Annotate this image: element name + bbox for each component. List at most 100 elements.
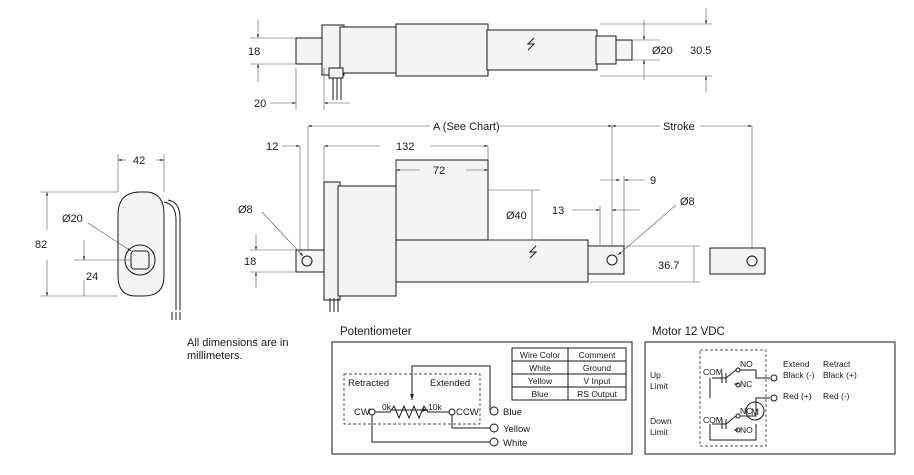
up-nc: NC — [740, 379, 752, 389]
dim-36-7: 36.7 — [658, 260, 679, 272]
top-motor-body — [339, 26, 398, 74]
dim-hole-right: Ø8 — [680, 196, 695, 208]
side-gearbox — [395, 159, 489, 241]
potentiometer-frame — [331, 341, 633, 455]
table-cell: White — [529, 363, 551, 373]
up-limit-line1: Up — [650, 370, 661, 380]
motor-frame — [644, 341, 896, 455]
wire-color-table: Wire Color Comment White Ground Yellow V… — [511, 347, 627, 401]
top-rear-cap — [295, 37, 325, 65]
side-extended-hole — [746, 255, 758, 267]
up-com: COM — [703, 367, 723, 377]
pot-wire-white: White — [503, 438, 527, 449]
terminal-red — [770, 394, 778, 402]
side-rear-hole — [301, 255, 313, 267]
retract-header: Retract — [823, 359, 851, 369]
top-rod-tip — [615, 39, 633, 61]
potentiometer-title: Potentiometer — [340, 326, 412, 338]
side-motor — [337, 185, 397, 297]
dim-end-dia: Ø20 — [62, 213, 83, 225]
side-break-mark — [528, 245, 538, 259]
dim-132: 132 — [396, 141, 414, 153]
dim-top-width: 30.5 — [690, 45, 711, 57]
pot-ccw: CCW — [456, 407, 479, 418]
side-front-hole — [606, 254, 618, 266]
pot-cw-terminal — [368, 408, 376, 416]
up-switch — [712, 369, 738, 385]
dim-top-height: 18 — [248, 46, 260, 58]
retract-red: Red (-) — [823, 391, 850, 401]
top-gear-housing — [395, 23, 489, 77]
dim-12: 12 — [266, 141, 278, 153]
pot-wire-yellow: Yellow — [503, 424, 530, 435]
extend-header: Extend — [783, 359, 810, 369]
motor-diagram: Motor 12 VDC Up Limit Down Limit COM NO … — [644, 326, 896, 455]
extend-red: Red (+) — [783, 391, 812, 401]
pot-blue-terminal — [489, 406, 499, 416]
table-header-comment: Comment — [579, 350, 616, 360]
end-wires — [171, 312, 181, 320]
motor-return-wires — [709, 378, 757, 441]
extend-black: Black (-) — [783, 370, 815, 380]
down-limit-line1: Down — [650, 416, 672, 426]
table-header-wire-color: Wire Color — [520, 350, 560, 360]
dim-72: 72 — [433, 165, 445, 177]
pot-cw: CW — [354, 407, 370, 418]
dim-13: 13 — [552, 205, 564, 217]
side-view: A (See Chart) Stroke 12 132 72 9 13 Ø8 Ø… — [238, 121, 766, 312]
down-limit-line2: Limit — [650, 427, 669, 437]
dim-end-24: 24 — [86, 271, 98, 283]
dim-40: Ø40 — [506, 210, 527, 222]
dim-9: 9 — [650, 175, 656, 187]
dim-end-height: 82 — [35, 239, 47, 251]
end-housing — [117, 191, 165, 297]
top-break-mark — [526, 37, 536, 51]
down-no: NO — [740, 425, 753, 435]
table-cell: Yellow — [528, 376, 553, 386]
dim-a: A (See Chart) — [433, 121, 500, 133]
up-limit-line2: Limit — [650, 381, 669, 391]
end-cable — [163, 199, 181, 310]
potentiometer-diagram: Potentiometer Retracted Extended CW CCW … — [331, 326, 633, 455]
end-rod-square — [130, 250, 150, 270]
motor-title: Motor 12 VDC — [652, 326, 725, 338]
top-wires — [332, 78, 342, 100]
pot-resistor — [375, 404, 449, 420]
pot-white-terminal — [489, 437, 499, 447]
motor-m: M — [751, 407, 759, 418]
top-view: 18 20 Ø20 30.5 — [248, 8, 712, 110]
pot-ccw-terminal — [448, 408, 456, 416]
terminal-black — [770, 374, 778, 382]
side-outer-tube — [395, 239, 589, 283]
pot-extended: Extended — [430, 378, 470, 389]
end-view: 42 82 Ø20 24 — [35, 154, 181, 320]
dim-end-width: 42 — [133, 155, 145, 167]
side-rod-eye — [587, 245, 625, 275]
pot-white-wire — [371, 415, 490, 443]
pot-ten: 10k — [428, 402, 442, 412]
motor-symbol — [745, 401, 765, 421]
pot-wire-blue: Blue — [503, 407, 522, 418]
pot-zero: 0k — [382, 402, 392, 412]
pot-retracted: Retracted — [348, 378, 389, 389]
top-connector — [328, 67, 344, 79]
side-wires — [329, 298, 339, 312]
table-cell: Blue — [531, 389, 548, 399]
table-cell: V Input — [584, 376, 612, 386]
dim-top-rear: 20 — [254, 98, 266, 110]
top-outer-tube — [486, 29, 598, 71]
dim-top-rod-dia: Ø20 — [652, 45, 673, 57]
units-note: All dimensions are in millimeters. — [187, 337, 289, 362]
retract-black: Black (+) — [823, 370, 857, 380]
dim-hole-left: Ø8 — [238, 204, 253, 216]
motor-wire-top — [740, 369, 770, 379]
up-no: NO — [740, 359, 753, 369]
pot-yellow-wire — [451, 415, 490, 429]
table-cell: Ground — [583, 363, 612, 373]
down-switch — [712, 415, 738, 431]
down-com: COM — [703, 415, 723, 425]
dim-stroke: Stroke — [663, 121, 695, 133]
table-cell: RS Output — [577, 389, 617, 399]
